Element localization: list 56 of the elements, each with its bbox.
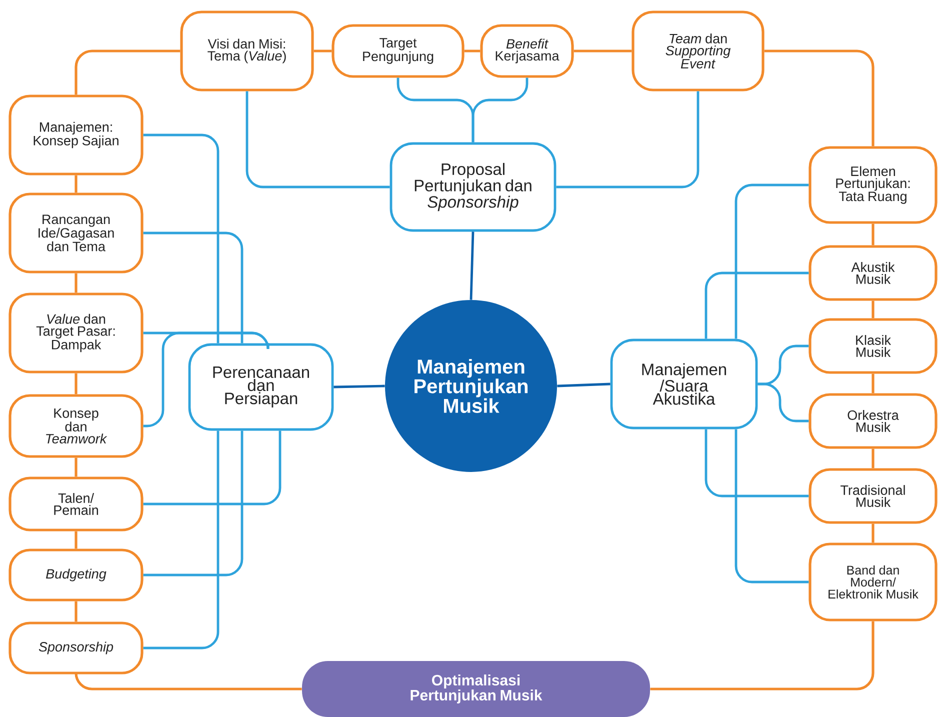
connector-line <box>464 50 480 52</box>
subtopic-box: Budgeting <box>8 548 144 602</box>
connector-line <box>872 448 874 468</box>
subtopic-box: Value dan Target Pasar: Dampak <box>8 292 144 374</box>
subtopic-box: Orkestra Musik <box>808 393 938 449</box>
subtopic-box: Konsep dan Teamwork <box>8 394 144 458</box>
connector-line <box>74 175 78 193</box>
subtopic-box: Visi dan Misi: Tema (Value) <box>180 10 314 92</box>
subtopic-box: Akustik Musik <box>808 245 938 301</box>
branch-box: Manajemen /Suara Akustika <box>610 338 758 430</box>
connector-line <box>734 184 809 339</box>
connector-line <box>143 332 270 428</box>
connector-line <box>74 672 302 690</box>
connector-line <box>74 601 78 622</box>
connector-line <box>872 300 874 318</box>
subtopic-box: Talen/ Pemain <box>8 476 144 532</box>
connector-line <box>574 50 632 52</box>
connector-line <box>472 78 528 142</box>
subtopic-box: Band dan Modern/ Elektronik Musik <box>808 542 938 622</box>
connector-line <box>143 430 282 506</box>
connector-line <box>143 134 220 344</box>
subtopic-box: Target Pengunjung <box>332 24 464 78</box>
connector-line <box>704 272 809 339</box>
connector-line <box>470 232 474 300</box>
subtopic-box: Benefit Kerjasama <box>480 24 574 78</box>
connector-line <box>143 430 220 650</box>
connector-line <box>334 384 385 388</box>
connector-line <box>143 232 244 344</box>
connector-line <box>734 429 809 584</box>
banner-bar: Optimalisasi Pertunjukan Musik <box>302 661 650 717</box>
connector-line <box>704 429 809 498</box>
branch-box: Proposal Pertunjukan dan Sponsorship <box>390 142 556 232</box>
connector-line <box>758 382 809 422</box>
connector-line <box>74 458 78 477</box>
connector-line <box>557 382 610 388</box>
connector-line <box>74 50 180 95</box>
connector-line <box>872 224 874 246</box>
branch-box: Perencanaan dan Persiapan <box>188 343 334 431</box>
connector-line <box>650 621 874 690</box>
connector-line <box>74 531 78 549</box>
connector-line <box>246 91 390 188</box>
connector-line <box>74 273 78 293</box>
subtopic-box: Tradisional Musik <box>808 468 938 524</box>
connector-line <box>872 374 874 394</box>
connector-line <box>872 524 874 543</box>
subtopic-box: Klasik Musik <box>808 318 938 374</box>
connector-line <box>314 50 332 52</box>
subtopic-box: Rancangan Ide/Gagasan dan Tema <box>8 192 144 274</box>
connector-line <box>764 50 874 146</box>
connector-line <box>143 430 244 576</box>
subtopic-box: Team dan Supporting Event <box>632 10 764 92</box>
subtopic-box: Manajemen: Konsep Sajian <box>8 94 144 176</box>
subtopic-box: Sponsorship <box>8 622 144 674</box>
subtopic-box: Elemen Pertunjukan: Tata Ruang <box>808 146 938 224</box>
connector-line <box>74 373 78 394</box>
connector-line <box>556 91 700 188</box>
